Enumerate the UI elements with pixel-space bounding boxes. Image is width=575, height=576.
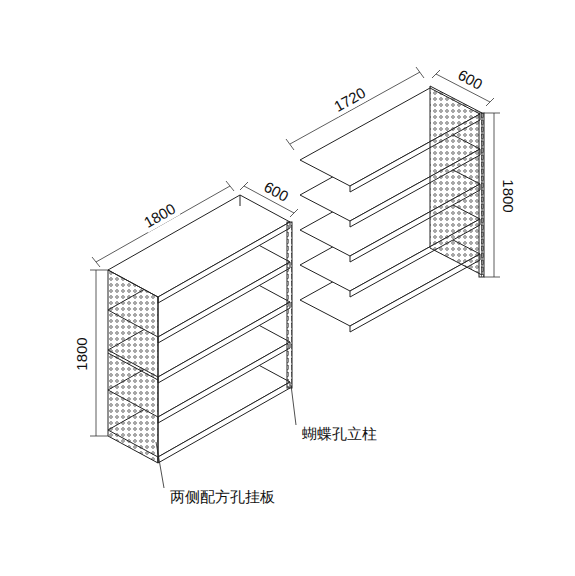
panel-seam [108, 353, 158, 380]
dimension-lines [90, 67, 500, 436]
upright-edge [240, 195, 241, 206]
leader-lines [156, 385, 296, 488]
butterfly-upright [287, 222, 292, 388]
dimension-label: 600 [453, 66, 486, 94]
left-shelf-unit [108, 195, 290, 463]
dimension-label: 600 [259, 178, 292, 206]
shelf-board [108, 195, 290, 297]
butterfly-upright [479, 113, 484, 277]
dimension-label: 1800 [500, 177, 517, 214]
pegboard-panel [430, 86, 482, 275]
part-name: 两侧配方孔挂板 [168, 489, 277, 506]
part-name: 蝴蝶孔立柱 [300, 426, 379, 443]
dimension-label: 1800 [74, 335, 91, 372]
dimension-label: 1720 [330, 84, 371, 117]
dimension-label: 1800 [140, 200, 181, 233]
pegboard-panel [108, 270, 158, 463]
shelf-lip [158, 222, 290, 303]
